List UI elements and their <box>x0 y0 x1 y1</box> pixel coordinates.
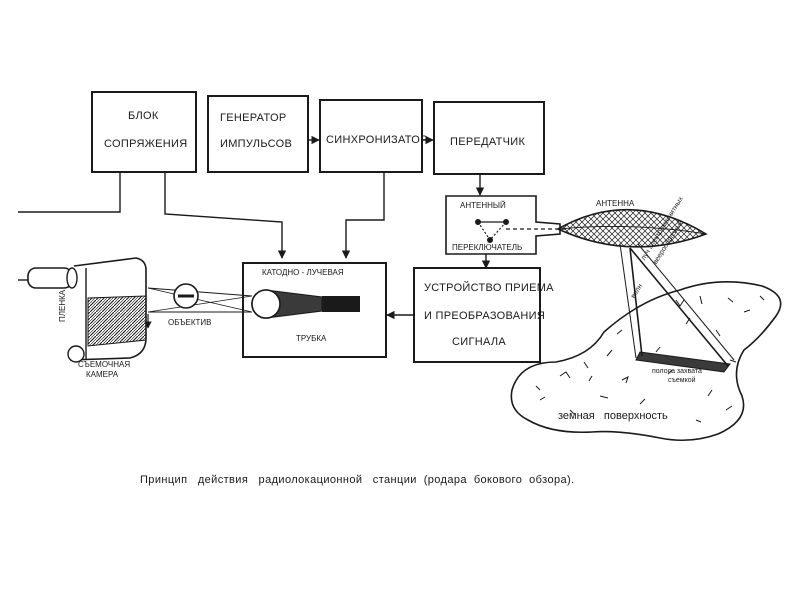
interface-block <box>91 91 197 173</box>
pulse-generator-label-1: ГЕНЕРАТОР <box>220 112 287 124</box>
lens-icon <box>173 283 199 309</box>
antenna-switch-label-1: АНТЕННЫЙ <box>460 201 506 210</box>
ground-texture <box>535 295 765 423</box>
synchronizer-block <box>319 99 423 173</box>
camera-label-2: КАМЕРА <box>86 370 119 379</box>
strip-label-2: съемкой <box>668 377 696 384</box>
receiver-label-2: И ПРЕОБРАЗОВАНИЯ <box>424 310 546 322</box>
film-camera <box>18 257 152 363</box>
figure-caption: Принцип действия радиолокационной станци… <box>140 474 575 486</box>
antenna-switch-block <box>445 195 561 255</box>
crt-label-1: КАТОДНО - ЛУЧЕВАЯ <box>262 268 344 277</box>
interface-block-label-2: СОПРЯЖЕНИЯ <box>104 138 188 150</box>
transmitter-label: ПЕРЕДАТЧИК <box>450 136 526 148</box>
crt-label-2: ТРУБКА <box>296 334 327 343</box>
camera-label-1: СЪЕМОЧНАЯ <box>78 360 131 369</box>
line-synchronizer-crt <box>341 172 385 259</box>
transmitter-block <box>433 101 545 175</box>
interface-block-label-1: БЛОК <box>128 110 159 122</box>
line-interface-crt <box>164 172 287 259</box>
beam <box>619 243 735 367</box>
crt-tube <box>251 289 360 319</box>
antenna-label: АНТЕННА <box>596 199 635 208</box>
antenna <box>556 208 708 248</box>
capture-strip <box>635 351 731 373</box>
film-label: ПЛЕНКА <box>58 289 67 322</box>
switch-symbol <box>475 219 509 243</box>
lens-label: ОБЪЕКТИВ <box>168 318 212 327</box>
optical-path <box>147 287 253 313</box>
pulse-generator-label-2: ИМПУЛЬСОВ <box>220 138 293 150</box>
receiver-label-1: УСТРОЙСТВО ПРИЕМА <box>424 282 554 294</box>
synchronizer-label: СИНХРОНИЗАТОР <box>326 134 428 146</box>
ground-surface-label: земная поверхность <box>558 410 668 422</box>
line-interface-left <box>18 172 121 213</box>
receiver-label-3: СИГНАЛА <box>452 336 506 348</box>
antenna-switch-label-2: ПЕРЕКЛЮЧАТЕЛЬ <box>452 243 523 252</box>
pulse-generator-block <box>207 95 309 173</box>
strip-label-1: полоса захвата <box>652 368 702 375</box>
